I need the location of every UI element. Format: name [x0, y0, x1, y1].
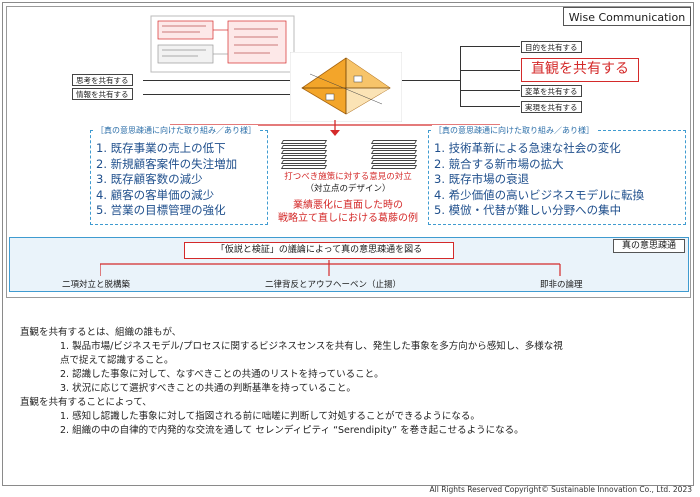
list-item: 2. 競合する新市場の拡大: [434, 156, 564, 171]
thumbnail-figure: [150, 15, 295, 73]
tag-share-intuition: 直観を共有する: [521, 58, 639, 82]
copyright-footer: All Rights Reserved Copyright© Sustainab…: [429, 485, 692, 494]
list-item: 4. 顧客の客単価の減少: [96, 187, 215, 202]
connector: [460, 46, 520, 47]
diagram-area: [6, 6, 691, 298]
connector: [395, 80, 461, 81]
connector: [460, 90, 520, 91]
band-arrows: [100, 260, 561, 276]
connector: [460, 70, 520, 71]
band-title: 真の意思疎通: [613, 239, 685, 253]
connector: [460, 46, 461, 106]
list-item: 1. 技術革新による急速な社会の変化: [434, 141, 621, 155]
list-item: 3. 既存顧客数の減少: [96, 172, 203, 186]
tag-share-information: 情報を共有する: [72, 88, 133, 100]
tag-share-purpose: 目的を共有する: [521, 41, 582, 53]
list-item: 4. 希少価値の高いビジネスモデルに転換: [434, 187, 645, 202]
body-intro: 直観を共有するとは、組織の誰もが、: [20, 327, 182, 338]
connector: [460, 106, 520, 107]
list-item: 5. 模倣・代替が難しい分野への集中: [434, 203, 622, 217]
band-item-antinomy: 二律背反とアウフヘーベン（止揚）: [265, 280, 402, 290]
list-item: 3. 既存市場の衰退: [434, 172, 530, 186]
tag-share-change: 変革を共有する: [521, 85, 582, 97]
body-point: 1. 製品市場/ビジネスモデル/プロセスに関するビジネスセンスを共有し、発生した…: [60, 341, 563, 352]
left-panel-list: 1. 既存事業の売上の低下 2. 新規顧客案件の失注増加 3. 既存顧客数の減少…: [96, 141, 237, 219]
band-item-dichotomy: 二項対立と脱構築: [62, 280, 131, 290]
band-item-sokuhi: 即非の論理: [540, 280, 583, 290]
left-panel-title: ［真の意思疎通に向けた取り組み／あり様］: [94, 125, 258, 136]
band-headline: 「仮説と検証」の議論によって真の意思疎通を図る: [184, 242, 454, 259]
tag-share-realization: 実現を共有する: [521, 101, 582, 113]
conflict-subcaption: （対立点のデザイン）: [305, 184, 391, 194]
example-caption-2: 戦略立て直しにおける葛藤の例: [278, 213, 418, 224]
body-point: 2. 認識した事象に対して、なすべきことの共通のリストを持っていること。: [60, 369, 384, 380]
tag-share-thinking: 思考を共有する: [72, 74, 133, 86]
list-item: 2. 新規顧客案件の失注増加: [96, 156, 238, 171]
connector: [143, 80, 298, 81]
body-point-2: 2. 組織の中の自律的で内発的な交流を通して セレンディピティ “Serendi…: [60, 425, 524, 436]
conflict-caption: 打つべき施策に対する意見の対立: [284, 172, 412, 182]
central-diamond-figure: [290, 52, 402, 122]
body-point-2: 1. 感知し認識した事象に対して指図される前に咄嗟に判断して対処することができる…: [60, 411, 480, 422]
example-caption-1: 業績悪化に直面した時の: [293, 200, 403, 211]
right-panel-title: ［真の意思疎通に向けた取り組み／あり様］: [432, 125, 596, 136]
right-panel-list: 1. 技術革新による急速な社会の変化 2. 競合する新市場の拡大 3. 既存市場…: [434, 141, 644, 219]
body-intro-2: 直観を共有することによって、: [20, 397, 152, 408]
connector: [143, 94, 298, 95]
body-point: 点で捉えて認識すること。: [60, 355, 174, 366]
body-point: 3. 状況に応じて選択すべきことの共通の判断基準を持っていること。: [60, 383, 356, 394]
brand-label: Wise Communication: [563, 7, 691, 26]
list-item: 5. 営業の目標管理の強化: [96, 203, 226, 217]
slide-frame: [2, 2, 694, 486]
list-item: 1. 既存事業の売上の低下: [96, 141, 226, 155]
